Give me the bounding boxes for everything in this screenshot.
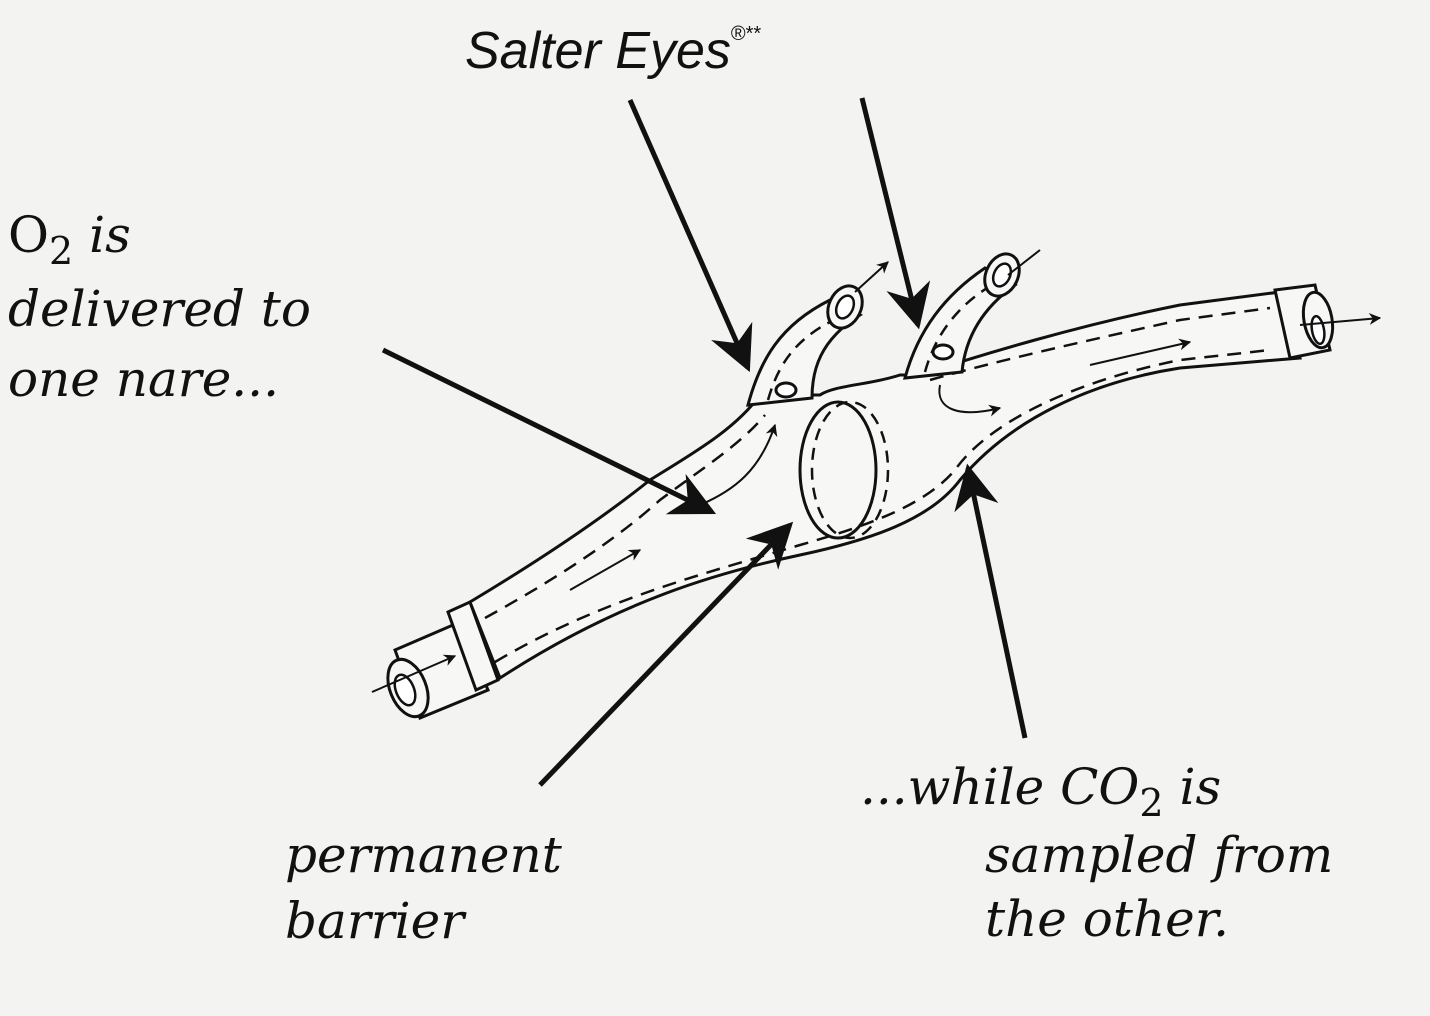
permanent-barrier-label: permanent barrier — [285, 822, 562, 954]
left-collar — [446, 599, 500, 693]
right-nasal-prong — [902, 249, 1041, 380]
co2-arrow — [954, 463, 1028, 739]
trademark-marks: ®** — [730, 23, 762, 45]
product-name: Salter Eyes — [465, 22, 731, 80]
co2-line-3: the other. — [985, 890, 1230, 948]
sampling-outlet-tube — [1273, 283, 1382, 360]
co2-line-2: sampled from — [985, 826, 1334, 884]
o2-subscript: 2 — [49, 229, 74, 273]
salter-eyes-arrow-left — [627, 98, 753, 373]
callout-arrows — [381, 97, 1028, 787]
barrier-line-1: permanent — [285, 826, 562, 884]
barrier-arrow — [538, 521, 794, 787]
barrier-disc — [798, 400, 890, 540]
barrier-line-2: barrier — [285, 892, 465, 950]
co2-sampling-label: ...while CO2 is sampled from the other. — [860, 755, 1333, 951]
cannula-body — [468, 290, 1302, 681]
left-nasal-prong — [745, 261, 889, 407]
co2-subscript: 2 — [1139, 781, 1164, 825]
o2-line-3: one nare... — [8, 350, 279, 408]
o2-prefix: O — [8, 206, 49, 264]
co2-suffix: is — [1163, 758, 1222, 816]
o2-suffix: is — [73, 206, 131, 264]
o2-line-2: delivered to — [8, 280, 312, 338]
o2-arrow — [381, 347, 717, 515]
salter-eyes-arrow-right — [859, 97, 931, 330]
o2-delivery-label: O2 is delivered to one nare... — [8, 200, 311, 414]
co2-prefix: ...while CO — [860, 758, 1140, 816]
salter-eyes-title: Salter Eyes®** — [465, 22, 761, 80]
